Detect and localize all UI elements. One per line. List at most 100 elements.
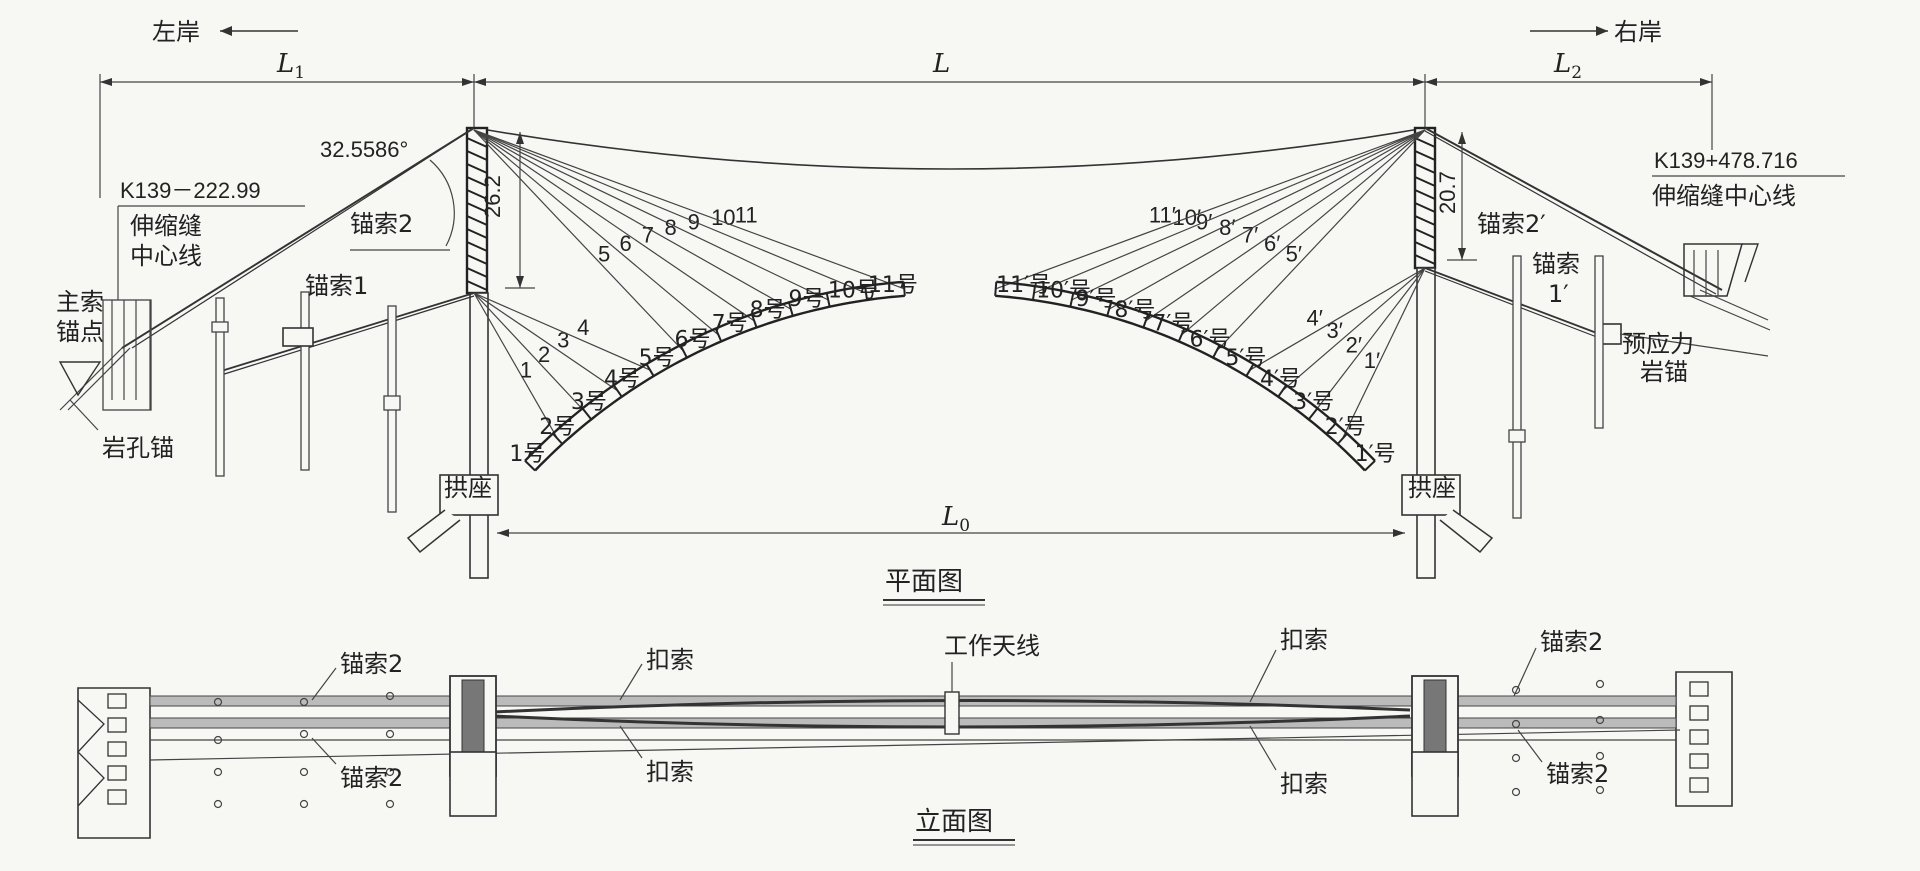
arch-segment-joint bbox=[1177, 328, 1186, 342]
segment-number-left: 1号 bbox=[509, 442, 545, 467]
arch-segment-joint bbox=[1307, 407, 1319, 420]
buckle-cable-right bbox=[1249, 267, 1426, 371]
arch-segment-joint bbox=[825, 292, 831, 307]
left-station-desc-2: 中心线 bbox=[130, 242, 202, 270]
segment-number-left: 10号 bbox=[828, 279, 878, 304]
tower-rung bbox=[1414, 202, 1436, 213]
tower-rung bbox=[1414, 176, 1436, 187]
angle-arc bbox=[429, 159, 455, 247]
arch-segment-joint bbox=[552, 432, 564, 445]
tower-rung bbox=[466, 280, 488, 291]
segment-number-right: 4′号 bbox=[1260, 367, 1301, 392]
arch-segment-joint bbox=[679, 344, 688, 359]
segment-number-left: 2号 bbox=[539, 415, 575, 440]
right-rock-piles bbox=[1508, 255, 1604, 519]
arch-edge-right bbox=[995, 294, 1366, 472]
span-L1-label: L1 bbox=[276, 49, 305, 83]
arch-edge-right bbox=[996, 280, 1376, 462]
dimension-lines bbox=[99, 74, 1713, 198]
buckle-cable-right bbox=[1281, 267, 1426, 392]
tower-rung bbox=[466, 150, 488, 161]
tower-rung bbox=[466, 163, 488, 174]
arch-segment-joint bbox=[1336, 432, 1348, 445]
elev-anchor2-upper-right: 锚索2 bbox=[1540, 628, 1603, 656]
L0-dimension bbox=[497, 529, 1405, 537]
tower-rung bbox=[466, 137, 488, 148]
tower-rung bbox=[1414, 215, 1436, 226]
angle-label: 32.5586° bbox=[320, 137, 408, 162]
cable-number-left: 11 bbox=[735, 202, 758, 227]
prestress-anchor-label-2: 岩锚 bbox=[1640, 358, 1688, 386]
main-cable-span bbox=[475, 127, 1426, 170]
leader-line bbox=[1513, 647, 1537, 697]
tower-rung bbox=[466, 228, 488, 239]
tower-rung bbox=[466, 176, 488, 187]
elevation-view-title: 立面图 bbox=[915, 807, 993, 837]
cable-number-left: 6 bbox=[620, 231, 632, 256]
cable-number-left: 2 bbox=[538, 342, 550, 367]
cable-number-left: 5 bbox=[598, 241, 610, 266]
buckle-cable-right bbox=[1033, 129, 1426, 294]
tower-rung bbox=[466, 202, 488, 213]
buckle-cable-right bbox=[1071, 129, 1426, 301]
left-station-label: K139－222.99 bbox=[120, 178, 261, 203]
left-station-desc-1: 伸缩缝 bbox=[130, 212, 202, 240]
buckle-cable-right bbox=[1108, 129, 1426, 310]
arch-segment-joint bbox=[864, 286, 869, 301]
buckle-cable-left bbox=[473, 292, 651, 371]
buckle-cable-left bbox=[473, 129, 719, 336]
left-rock-piles bbox=[211, 291, 401, 513]
arch-segment-joint bbox=[612, 384, 623, 398]
leader-line bbox=[1249, 649, 1277, 703]
arch-segment-joint bbox=[645, 363, 655, 377]
arch-segment-joint bbox=[581, 407, 593, 420]
left-abutment bbox=[406, 474, 499, 554]
leader-line bbox=[1249, 725, 1277, 771]
leader-line bbox=[311, 667, 337, 701]
right-station-label: K139+478.716 bbox=[1654, 148, 1798, 173]
segment-number-left: 7号 bbox=[712, 312, 748, 337]
right-height-label: 20.7 bbox=[1435, 171, 1460, 214]
rock-hole-anchor-label: 岩孔锚 bbox=[102, 434, 174, 462]
leader-line bbox=[619, 725, 643, 759]
segment-number-right: 9′号 bbox=[1076, 287, 1117, 312]
segment-number-right: 10′号 bbox=[1036, 279, 1091, 304]
elev-buckle-upper-right: 扣索 bbox=[1280, 626, 1328, 654]
right-bank-label: 右岸 bbox=[1614, 18, 1662, 46]
cable-number-left: 4 bbox=[577, 315, 589, 340]
buckle-cable-left bbox=[473, 129, 867, 294]
prestress-anchor-label-1: 预应力 bbox=[1622, 330, 1694, 358]
right-abutment bbox=[1401, 474, 1494, 554]
left-arrow-head bbox=[220, 26, 232, 36]
main-anchor-label-2: 锚点 bbox=[56, 318, 104, 346]
buckle-cable-left bbox=[473, 129, 792, 310]
cable-number-right: 5′ bbox=[1286, 241, 1302, 266]
anchor-cable-2-label: 锚索2 bbox=[350, 210, 413, 238]
anchor-cable-2-right-label: 锚索2′ bbox=[1477, 210, 1546, 238]
tower-rung bbox=[1414, 254, 1436, 265]
buckle-cable-right bbox=[1181, 129, 1426, 336]
arch-segment-joint bbox=[787, 302, 794, 317]
segment-number-left: 3号 bbox=[571, 390, 607, 415]
segment-number-right: 3′号 bbox=[1293, 390, 1334, 415]
rock-hole-leader bbox=[69, 399, 99, 431]
left-bank-label: 左岸 bbox=[152, 18, 200, 46]
arch-segment-joint bbox=[902, 281, 906, 296]
tower-rung bbox=[1414, 189, 1436, 200]
cable-number-right: 2′ bbox=[1346, 332, 1362, 357]
tower-rung bbox=[466, 215, 488, 226]
buckle-cable-left bbox=[473, 292, 588, 415]
buckle-cable-left bbox=[473, 292, 559, 440]
left-anchor-cables bbox=[58, 127, 475, 411]
main-anchor-label-1: 主索 bbox=[56, 288, 104, 316]
cable-number-right: 1′ bbox=[1364, 348, 1380, 373]
elev-buckle-upper-left: 扣索 bbox=[646, 646, 694, 674]
cable-number-right: 3′ bbox=[1326, 318, 1342, 343]
tower-rung bbox=[1414, 241, 1436, 252]
arch-segment-joint bbox=[994, 281, 998, 296]
plan-view-title: 平面图 bbox=[885, 567, 963, 597]
arch-segment-joint bbox=[1142, 313, 1150, 328]
height-dimensions bbox=[505, 132, 1477, 289]
